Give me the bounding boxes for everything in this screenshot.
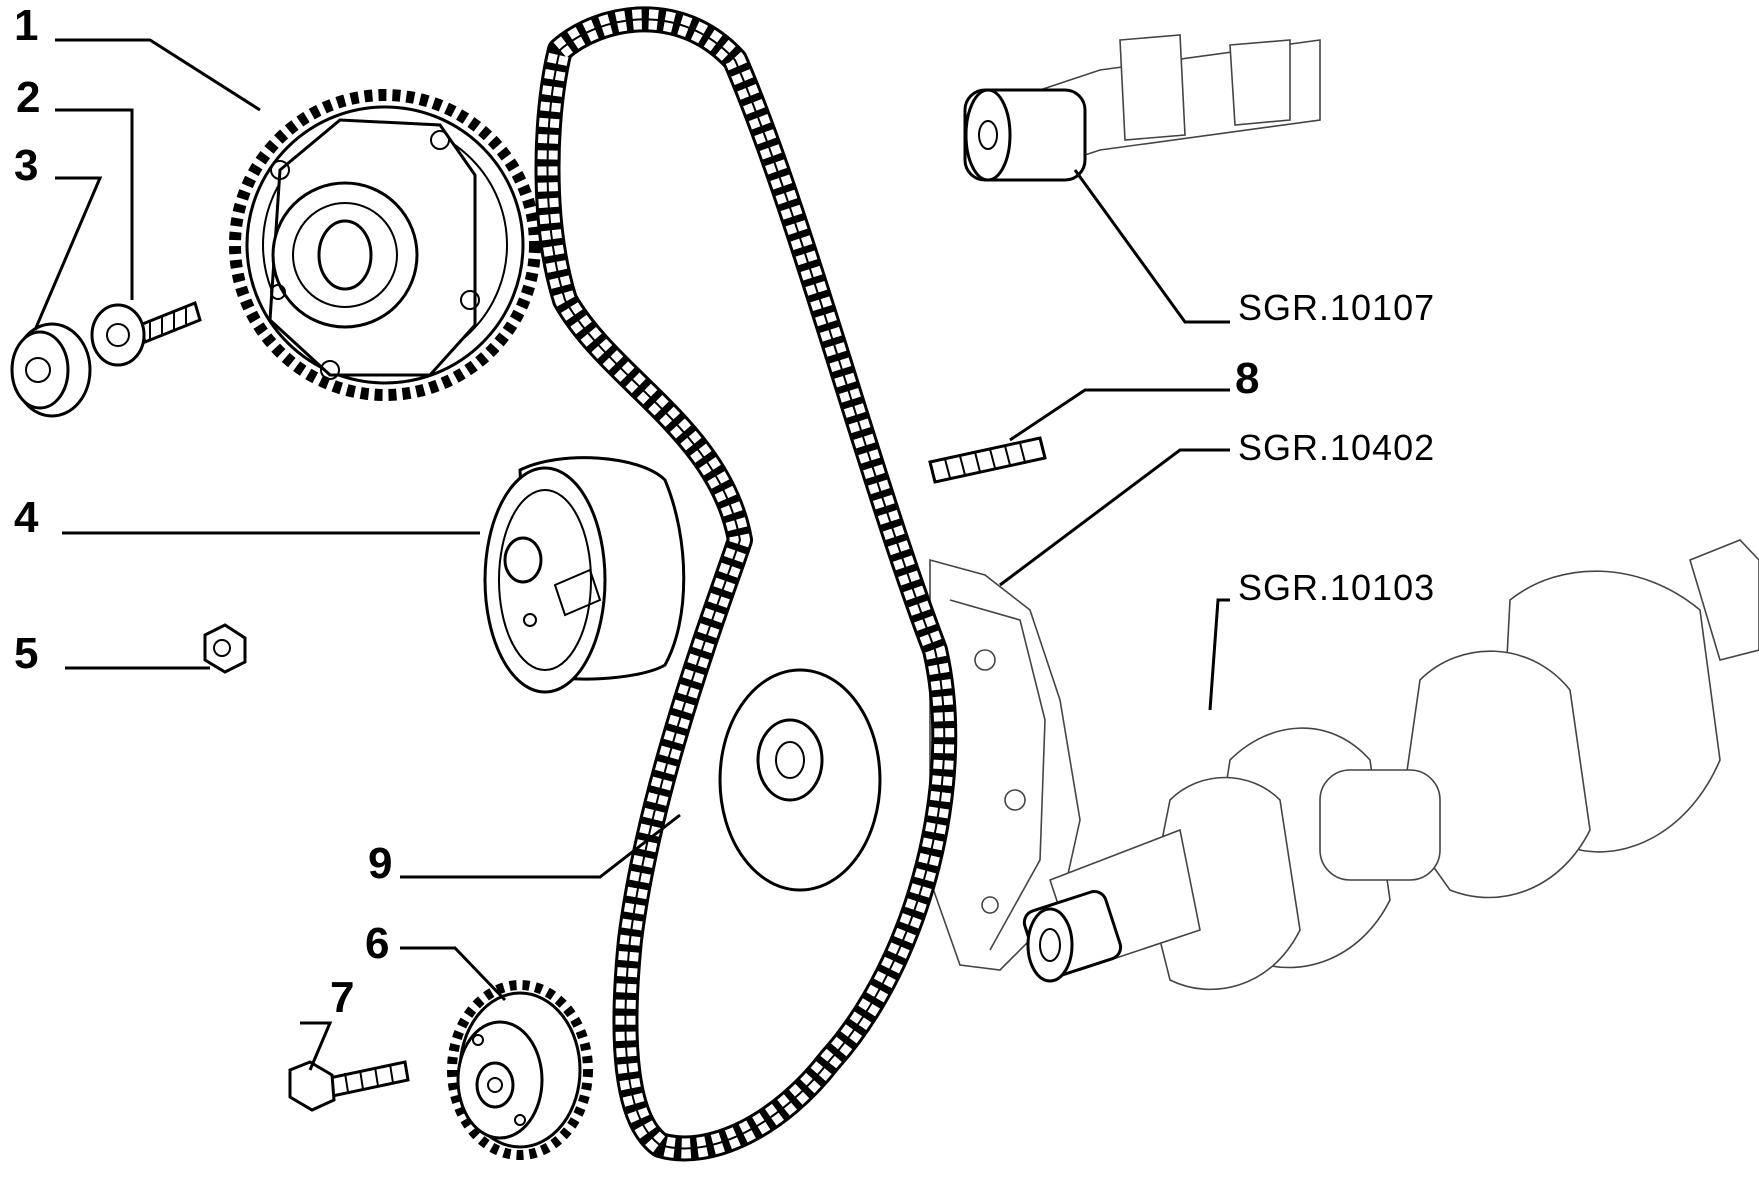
callout-3: 3 [14, 141, 38, 190]
timing-belt-drawing [534, 6, 958, 1162]
leader-sgr-10402 [999, 448, 1230, 587]
leader-lines [33, 38, 1230, 1071]
ref-sgr-10107: SGR.10107 [1238, 287, 1435, 328]
leader-6 [400, 946, 507, 1002]
leader-2 [55, 108, 134, 300]
leader-8 [1009, 388, 1230, 442]
camshaft-gear-drawing [229, 89, 541, 401]
crank-pulley-drawing [718, 668, 882, 892]
callout-7: 7 [330, 973, 354, 1022]
ref-sgr-10103: SGR.10103 [1238, 567, 1435, 608]
ref-sgr-10402: SGR.10402 [1238, 427, 1435, 468]
stud-part-8-drawing [928, 436, 1047, 484]
camshaft-drawing [963, 34, 1321, 182]
nut-part-5-drawing [203, 623, 247, 674]
leader-7 [300, 1021, 333, 1071]
leader-9 [400, 813, 681, 879]
leader-1 [55, 38, 261, 112]
leader-3 [33, 176, 103, 331]
callout-6: 6 [365, 919, 389, 968]
bolt-part-7-drawing [288, 1060, 410, 1112]
tensioner-part-4-drawing [483, 456, 686, 694]
washer-part-3-drawing [10, 322, 92, 418]
bolt-part-2-drawing [90, 300, 202, 367]
callout-5: 5 [14, 629, 38, 678]
callout-4: 4 [14, 493, 39, 542]
callout-9: 9 [368, 839, 392, 888]
crank-gear-part-6-drawing [447, 980, 593, 1160]
crankshaft-drawing [1022, 539, 1759, 991]
callout-1: 1 [14, 1, 38, 50]
callout-2: 2 [16, 73, 40, 122]
callout-8: 8 [1235, 354, 1259, 403]
leader-sgr-10103 [1208, 598, 1230, 711]
leader-sgr-10107 [1073, 169, 1230, 324]
timing-cover-drawing [929, 558, 1081, 971]
